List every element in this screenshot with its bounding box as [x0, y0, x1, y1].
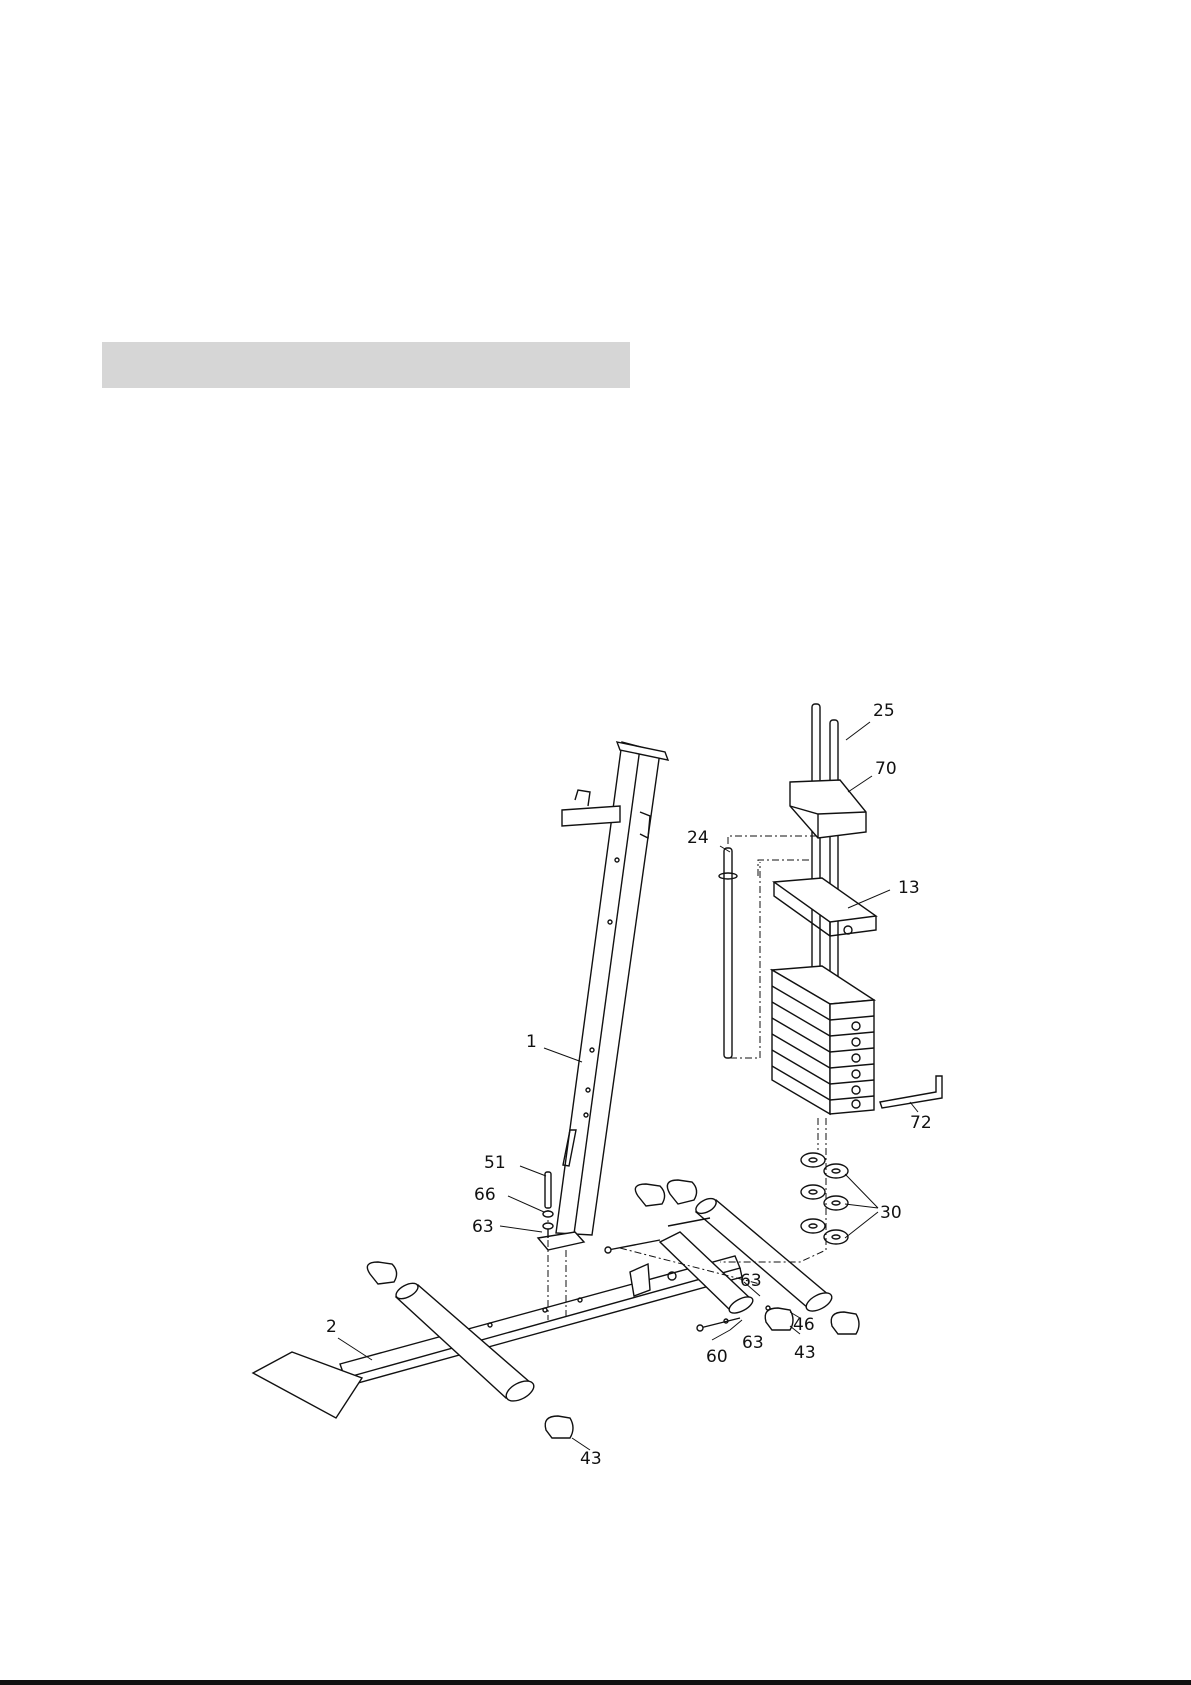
part-label-72: 72	[910, 1113, 932, 1133]
weight-stack	[772, 966, 874, 1114]
part-label-60: 60	[706, 1347, 728, 1367]
part-label-46: 46	[793, 1315, 815, 1335]
part-label-1: 1	[526, 1032, 537, 1052]
part-label-70: 70	[875, 759, 897, 779]
part-label-63b: 63	[740, 1271, 762, 1291]
base-frame	[253, 1256, 742, 1418]
part-label-30: 30	[880, 1203, 902, 1223]
part-label-66: 66	[474, 1185, 496, 1205]
guide-rods	[812, 704, 838, 1010]
bottom-rule	[0, 1680, 1191, 1685]
part-label-63c: 63	[742, 1333, 764, 1353]
part-label-43b: 43	[580, 1449, 602, 1469]
part-label-13: 13	[898, 878, 920, 898]
upright-frame	[538, 742, 668, 1250]
top-plate	[790, 780, 866, 838]
part-label-24: 24	[687, 828, 709, 848]
part-label-51: 51	[484, 1153, 506, 1173]
part-label-25: 25	[873, 701, 895, 721]
front-stabilizer	[394, 1280, 537, 1405]
selector-plate	[774, 878, 876, 936]
rear-stabilizer	[660, 1196, 835, 1317]
part-label-43a: 43	[794, 1343, 816, 1363]
part-label-63a: 63	[472, 1217, 494, 1237]
part-label-2: 2	[326, 1317, 337, 1337]
